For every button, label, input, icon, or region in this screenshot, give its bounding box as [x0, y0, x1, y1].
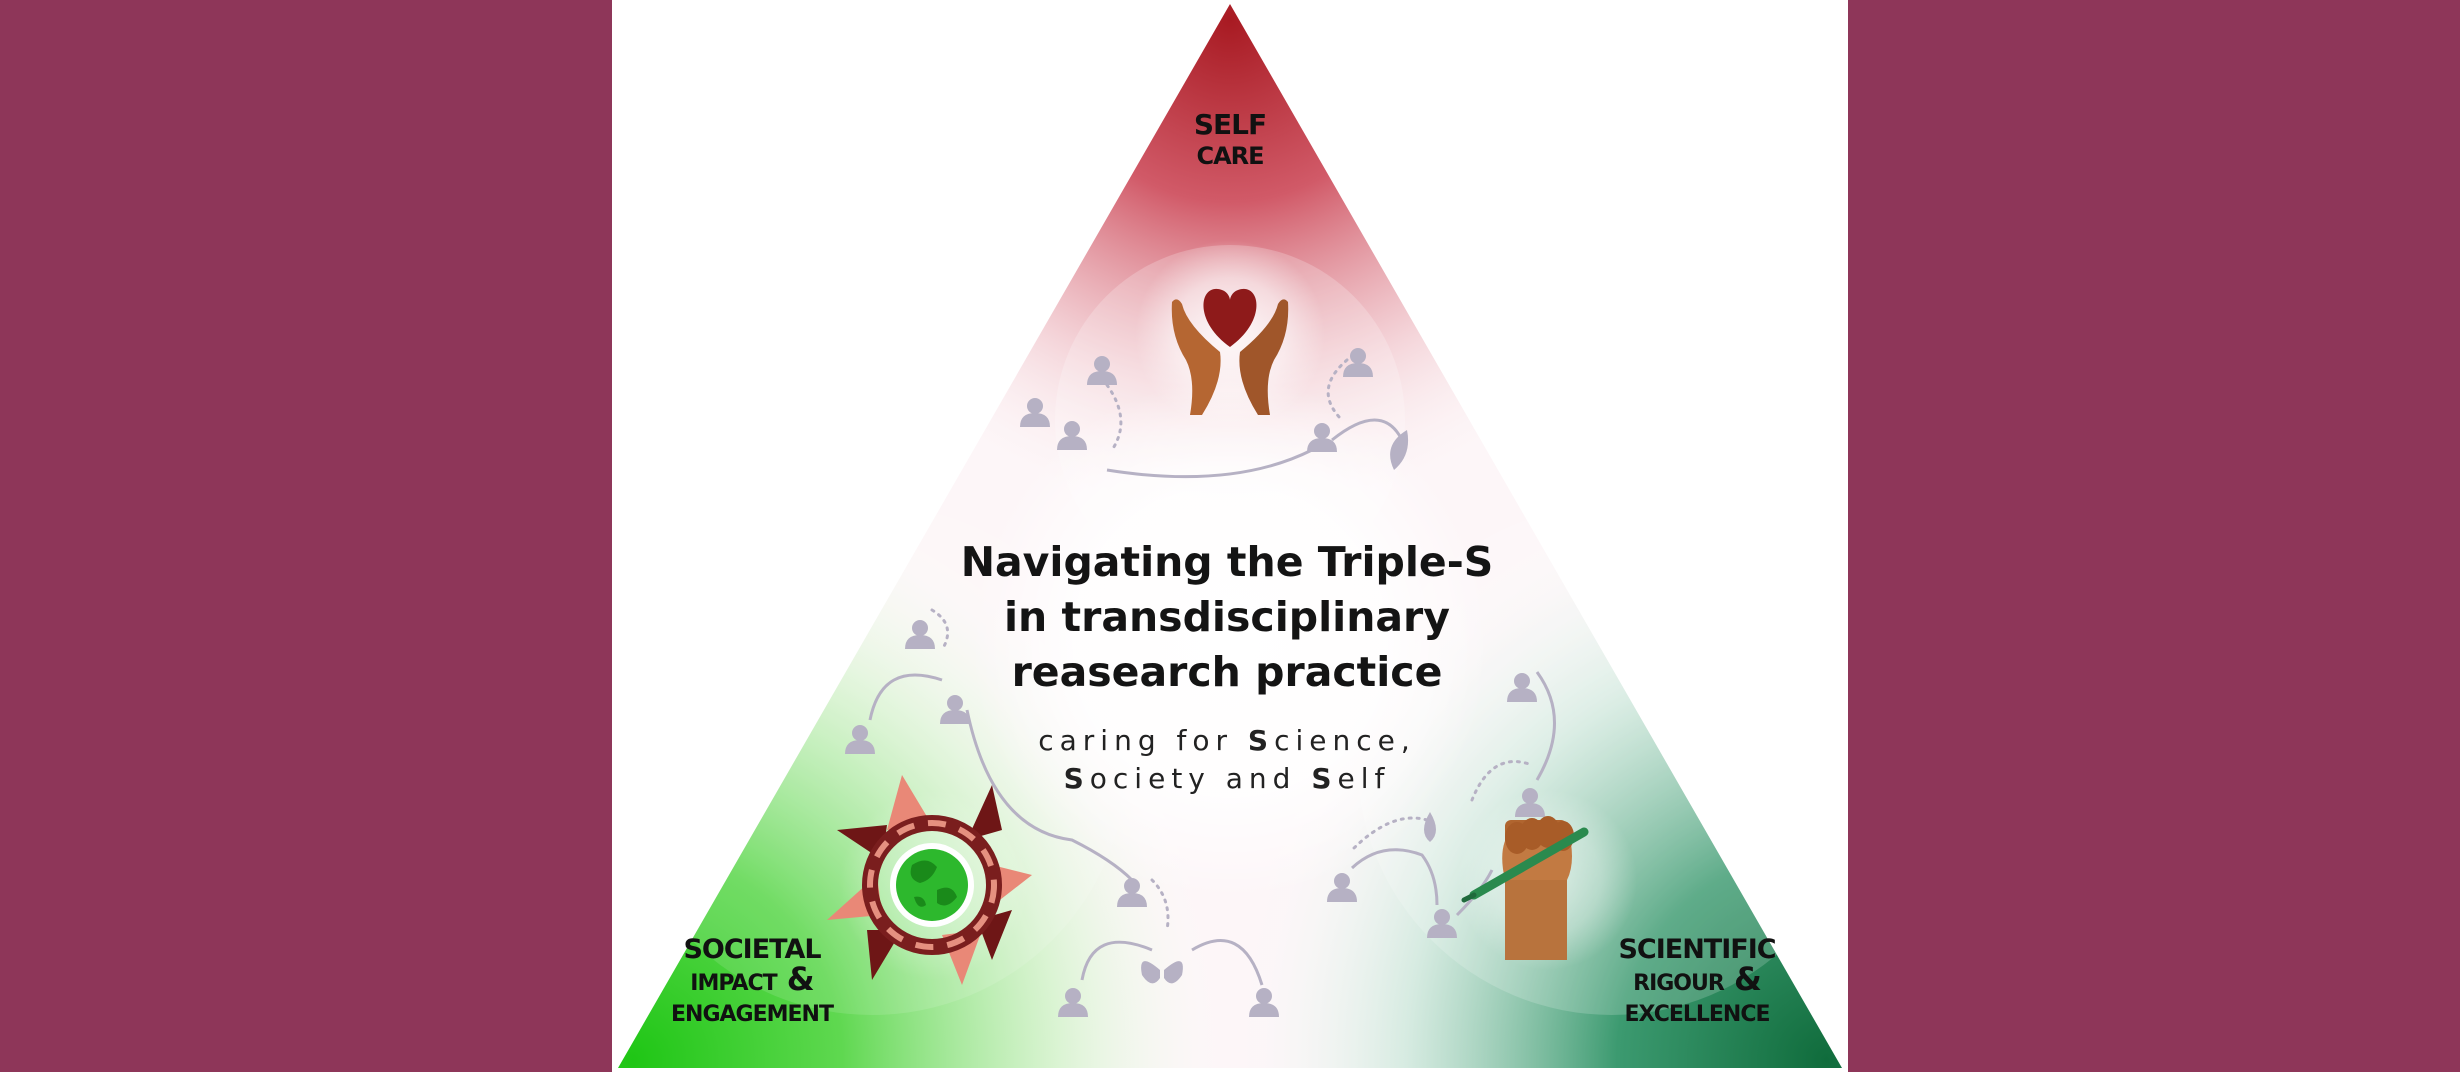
subtitle-line-2: Society and Self: [1063, 762, 1391, 795]
societal-impact-label: Societal impact & engagement: [642, 923, 862, 1029]
scientific-line2: rigour &: [1633, 960, 1762, 999]
drop-icon: [1424, 812, 1436, 842]
diagram-canvas: Self care Societal impact & engagement S…: [612, 0, 1848, 1072]
heart-in-hands-icon: [1171, 288, 1289, 415]
scientific-line1: Scientific: [1618, 923, 1776, 967]
diagram-subtitle: caring for Science, Society and Self: [932, 722, 1522, 798]
triple-s-triangle: [618, 4, 1842, 1068]
scientific-rigour-label: Scientific rigour & excellence: [1582, 923, 1812, 1029]
title-line-3: reasearch practice: [1011, 648, 1443, 696]
title-line-1: Navigating the Triple-S: [960, 538, 1494, 586]
leaf-icon: [1390, 430, 1409, 470]
title-line-2: in transdisciplinary: [1003, 593, 1450, 641]
butterfly-icon: [1141, 961, 1183, 984]
fist-with-pen-icon: [1461, 816, 1589, 960]
societal-line2: impact &: [690, 960, 814, 999]
globe-with-linked-hands-icon: [827, 775, 1032, 985]
self-care-line1: Self: [1193, 98, 1267, 144]
societal-line1: Societal: [683, 923, 821, 967]
societal-line3: engagement: [671, 990, 834, 1029]
subtitle-line-1: caring for Science,: [1038, 724, 1416, 757]
scientific-line3: excellence: [1624, 990, 1770, 1029]
self-care-line2: care: [1196, 133, 1264, 174]
diagram-title: Navigating the Triple-S in transdiscipli…: [902, 535, 1552, 700]
self-care-label: Self care: [1130, 98, 1330, 174]
